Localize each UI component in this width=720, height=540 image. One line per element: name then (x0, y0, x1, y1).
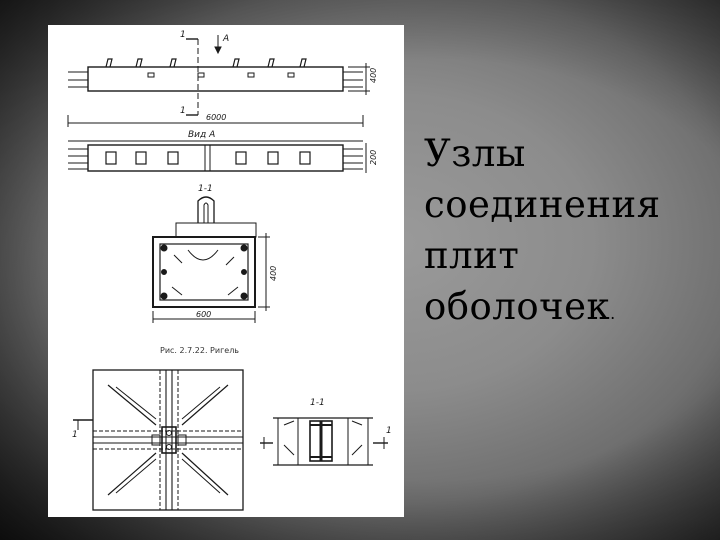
title-line-2: соединения (424, 183, 661, 226)
dimension-length: 6000 (206, 113, 226, 122)
node-section (260, 417, 388, 466)
title-line-1: Узлы (424, 132, 526, 175)
title-line-3: плит (424, 234, 520, 277)
title-line-4-text: оболочек (424, 285, 611, 328)
title-period: . (610, 304, 616, 323)
slide-title: Узлы соединения плит оболочек. (424, 128, 704, 339)
view-title: Вид А (188, 130, 215, 140)
dimension-section-width: 600 (196, 310, 211, 319)
node-mark-left: 1 (72, 430, 78, 440)
view-a (68, 140, 367, 173)
section-mark-top: 1 (180, 30, 186, 40)
figure-caption: Рис. 2.7.22. Ригель (160, 346, 239, 355)
title-line-4: оболочек. (424, 281, 704, 339)
technical-drawing: 1 A 1 6000 400 Вид А (48, 25, 404, 517)
node-plan (73, 369, 244, 511)
section-mark-bottom: 1 (180, 106, 186, 116)
view-mark: A (222, 34, 229, 44)
beam-elevation (67, 35, 370, 127)
dimension-section-height: 400 (269, 266, 278, 281)
dimension-height-view: 200 (369, 150, 378, 165)
section-title: 1-1 (198, 184, 213, 194)
beam-section (152, 196, 270, 323)
dimension-height-top: 400 (369, 68, 378, 83)
node-section-title: 1-1 (310, 398, 325, 408)
node-mark-right: 1 (386, 426, 392, 436)
